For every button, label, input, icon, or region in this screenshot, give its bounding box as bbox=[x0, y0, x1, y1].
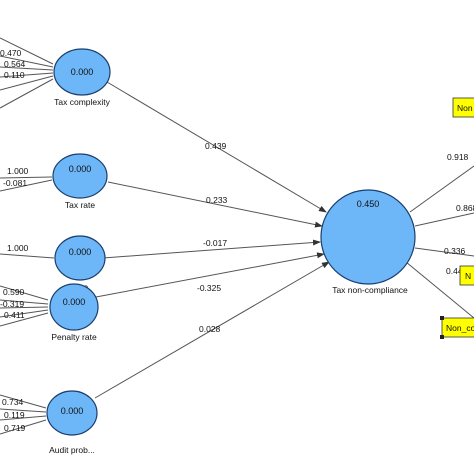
loading-label: 0.590 bbox=[3, 287, 25, 297]
indicator-line bbox=[0, 309, 49, 318]
latent-variable-circle[interactable] bbox=[49, 283, 99, 331]
node-penalty-rate[interactable]: 0.000 Penalty rate bbox=[49, 283, 99, 342]
indicator-label: Non bbox=[457, 103, 473, 113]
node-value: 0.000 bbox=[63, 297, 86, 307]
indicator-line bbox=[414, 247, 474, 257]
node-label: Tax non-compliance bbox=[332, 285, 408, 295]
indicator-box-bottom[interactable]: Non_co bbox=[440, 316, 474, 339]
latent-variable-circle[interactable] bbox=[320, 189, 416, 285]
indicator-line bbox=[414, 212, 474, 227]
loading-label: 0.470 bbox=[0, 48, 22, 58]
node-label: Tax complexity bbox=[54, 97, 110, 107]
indicator-line bbox=[0, 285, 49, 301]
path-coefficient: -0.017 bbox=[203, 238, 227, 248]
loading-label: 1.000 bbox=[7, 166, 29, 176]
loading-label: 0.868 bbox=[456, 203, 474, 213]
path-coefficient: 0.233 bbox=[206, 195, 228, 205]
loading-label: 0.110 bbox=[4, 70, 25, 80]
node-tax-non-compliance[interactable]: 0.450 Tax non-compliance bbox=[320, 189, 416, 295]
loading-label: -0.081 bbox=[3, 178, 27, 188]
path-coefficient: -0.325 bbox=[197, 283, 221, 293]
indicator-line bbox=[0, 312, 49, 327]
selection-handle bbox=[440, 335, 444, 339]
latent-variable-circle[interactable] bbox=[46, 390, 98, 436]
indicator-line bbox=[0, 75, 54, 91]
path-coefficient: 0.439 bbox=[205, 141, 227, 151]
node-value: 0.450 bbox=[357, 199, 380, 209]
indicator-line bbox=[0, 55, 54, 68]
loading-label: 0.119 bbox=[4, 410, 25, 420]
loading-label: -0.319 bbox=[0, 299, 24, 309]
node-size[interactable]: 0.000 Size bbox=[54, 235, 106, 292]
node-value: 0.000 bbox=[69, 247, 92, 257]
indicator-box-top[interactable]: Non bbox=[452, 97, 474, 118]
indicator-box-middle[interactable]: N bbox=[459, 265, 474, 286]
path-coefficient: 0.028 bbox=[199, 324, 221, 334]
indicator-box[interactable] bbox=[452, 97, 474, 118]
node-label: Tax rate bbox=[65, 200, 96, 210]
indicator-line bbox=[0, 299, 49, 305]
indicator-line bbox=[0, 408, 47, 413]
node-tax-complexity[interactable]: 0.000 Tax complexity bbox=[53, 48, 111, 107]
indicator-line bbox=[0, 306, 49, 309]
path-audit-prob-to-tax-non-compliance bbox=[94, 261, 330, 399]
indicator-box[interactable] bbox=[459, 265, 474, 286]
indicator-line bbox=[0, 415, 47, 421]
indicator-line bbox=[0, 176, 53, 179]
loading-label: 0.336 bbox=[444, 246, 466, 256]
path-tax-complexity-to-tax-non-compliance bbox=[106, 81, 327, 213]
node-tax-rate[interactable]: 0.000 Tax rate bbox=[52, 153, 108, 210]
indicator-line bbox=[0, 394, 47, 409]
indicator-label: Non_co bbox=[446, 323, 474, 333]
indicator-line bbox=[0, 78, 54, 109]
loading-label: 1.000 bbox=[7, 243, 29, 253]
loading-label: 0.411 bbox=[4, 310, 25, 320]
path-size-to-tax-non-compliance bbox=[102, 239, 321, 259]
loading-label: 0.446 bbox=[446, 266, 468, 276]
indicator-line bbox=[0, 66, 54, 71]
node-value: 0.000 bbox=[69, 164, 92, 174]
indicator-line bbox=[0, 37, 54, 65]
selection-handle bbox=[440, 316, 444, 320]
loading-label: 0.734 bbox=[2, 397, 24, 407]
indicator-line bbox=[0, 179, 53, 192]
node-value: 0.000 bbox=[71, 67, 94, 77]
indicator-box[interactable] bbox=[441, 317, 474, 338]
audit-prob-indicator-lines bbox=[0, 394, 47, 435]
indicator-line bbox=[405, 261, 474, 319]
penalty-rate-indicator-lines bbox=[0, 285, 49, 327]
indicator-line bbox=[0, 419, 47, 435]
latent-variable-circle[interactable] bbox=[54, 235, 106, 281]
node-value: 0.000 bbox=[61, 406, 84, 416]
node-audit-prob[interactable]: 0.000 Audit prob... bbox=[46, 390, 98, 455]
latent-variable-circle[interactable] bbox=[53, 48, 111, 96]
path-tax-rate-to-tax-non-compliance bbox=[107, 181, 323, 228]
indicator-label: N bbox=[465, 271, 471, 281]
loading-label: 0.918 bbox=[447, 152, 469, 162]
path-penalty-rate-to-tax-non-compliance bbox=[95, 252, 325, 298]
indicator-line bbox=[0, 253, 55, 259]
loading-label: 0.564 bbox=[4, 59, 26, 69]
indicator-line bbox=[0, 72, 54, 78]
tax-complexity-indicator-lines bbox=[0, 37, 54, 109]
tax-rate-indicator-lines bbox=[0, 176, 53, 192]
node-label: Penalty rate bbox=[51, 332, 97, 342]
node-label: Audit prob... bbox=[49, 445, 95, 455]
latent-variable-circle[interactable] bbox=[52, 153, 108, 199]
loading-label: 0.719 bbox=[4, 423, 26, 433]
indicator-line bbox=[409, 165, 474, 213]
